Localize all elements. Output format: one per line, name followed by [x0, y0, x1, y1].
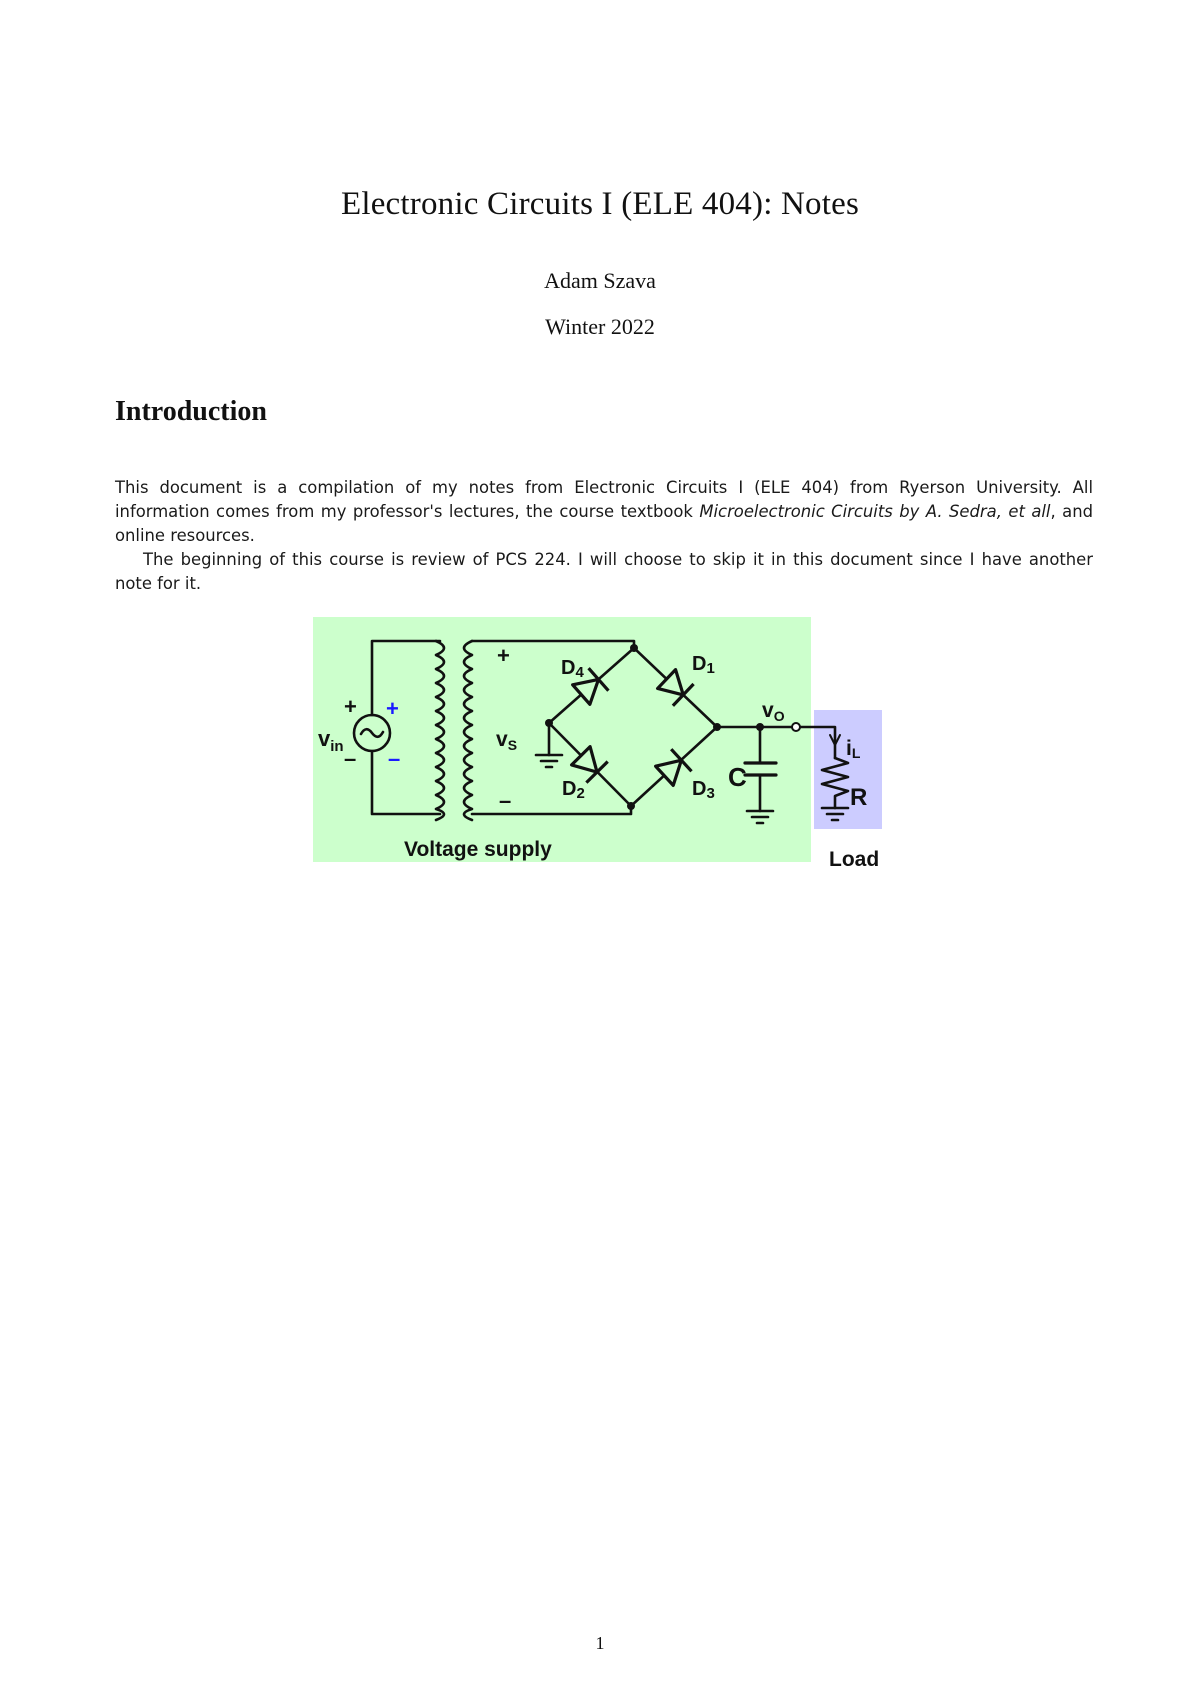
- output-terminal-icon: [791, 722, 801, 732]
- ground-icon: [534, 753, 564, 769]
- section-heading-introduction: Introduction: [115, 396, 267, 427]
- primary-minus: –: [388, 746, 400, 771]
- document-date: Winter 2022: [545, 314, 655, 339]
- ground-icon: [820, 806, 850, 822]
- bridge-wire-d4: [547, 646, 636, 725]
- voltage-supply-caption: Voltage supply: [404, 838, 552, 861]
- ground-icon: [745, 809, 775, 825]
- ac-source-icon: [352, 713, 392, 753]
- d2-label: D2: [562, 778, 585, 802]
- diode-d4-icon: [571, 667, 610, 706]
- secondary-top-wire: [470, 639, 636, 650]
- load-region: [814, 710, 882, 829]
- junction-dot: [627, 802, 635, 810]
- il-label: iL: [846, 737, 861, 761]
- junction-dot: [756, 723, 764, 731]
- bridge-wire-d1: [632, 646, 719, 729]
- secondary-bottom-wire: [470, 804, 633, 816]
- d1-label: D1: [692, 653, 715, 677]
- junction-dot: [630, 644, 638, 652]
- capacitor-icon: [743, 761, 778, 777]
- document-title: Electronic Circuits I (ELE 404): Notes: [340, 186, 860, 222]
- introduction-body: This document is a compilation of my not…: [115, 476, 1093, 596]
- primary-plus: +: [386, 696, 399, 721]
- page-number: 1: [595, 1633, 605, 1653]
- resistor-label: R: [850, 784, 867, 811]
- secondary-coil-icon: [462, 639, 474, 822]
- primary-bottom-wire: [370, 749, 442, 816]
- intro-paragraph-1: This document is a compilation of my not…: [115, 476, 1093, 548]
- junction-dot: [713, 723, 721, 731]
- resistor-icon: [820, 756, 850, 810]
- current-arrow-icon: [829, 734, 841, 746]
- load-caption: Load: [829, 848, 879, 871]
- d3-label: D3: [692, 778, 715, 802]
- vin-minus: –: [344, 746, 356, 771]
- diode-d2-icon: [570, 745, 609, 784]
- bridge-wire-d3: [629, 725, 719, 808]
- document-author: Adam Szava: [544, 268, 656, 293]
- vs-plus: +: [497, 643, 510, 668]
- voltage-supply-region: [313, 617, 811, 862]
- diode-d1-icon: [656, 668, 695, 707]
- bridge-wire-d2: [547, 721, 633, 808]
- primary-top-wire: [370, 639, 442, 717]
- capacitor-label: C: [728, 762, 747, 792]
- vs-minus: –: [499, 788, 511, 813]
- sine-wave-icon: [359, 727, 385, 739]
- intro-paragraph-2: The beginning of this course is review o…: [115, 550, 1093, 593]
- vs-label: vS: [496, 728, 517, 753]
- junction-dot: [545, 719, 553, 727]
- primary-coil-icon: [434, 639, 446, 822]
- paragraph-text: This document is a compilation of my not…: [115, 478, 1093, 521]
- vin-plus: +: [344, 694, 357, 719]
- d4-label: D4: [561, 657, 584, 681]
- textbook-reference: Microelectronic Circuits by A. Sedra, et…: [699, 502, 1051, 521]
- load-wire: [798, 725, 837, 760]
- diode-d3-icon: [654, 748, 693, 787]
- vin-label: vin: [318, 726, 344, 755]
- vo-label: vO: [762, 699, 785, 724]
- paragraph-text: , and online resources.: [115, 502, 1093, 545]
